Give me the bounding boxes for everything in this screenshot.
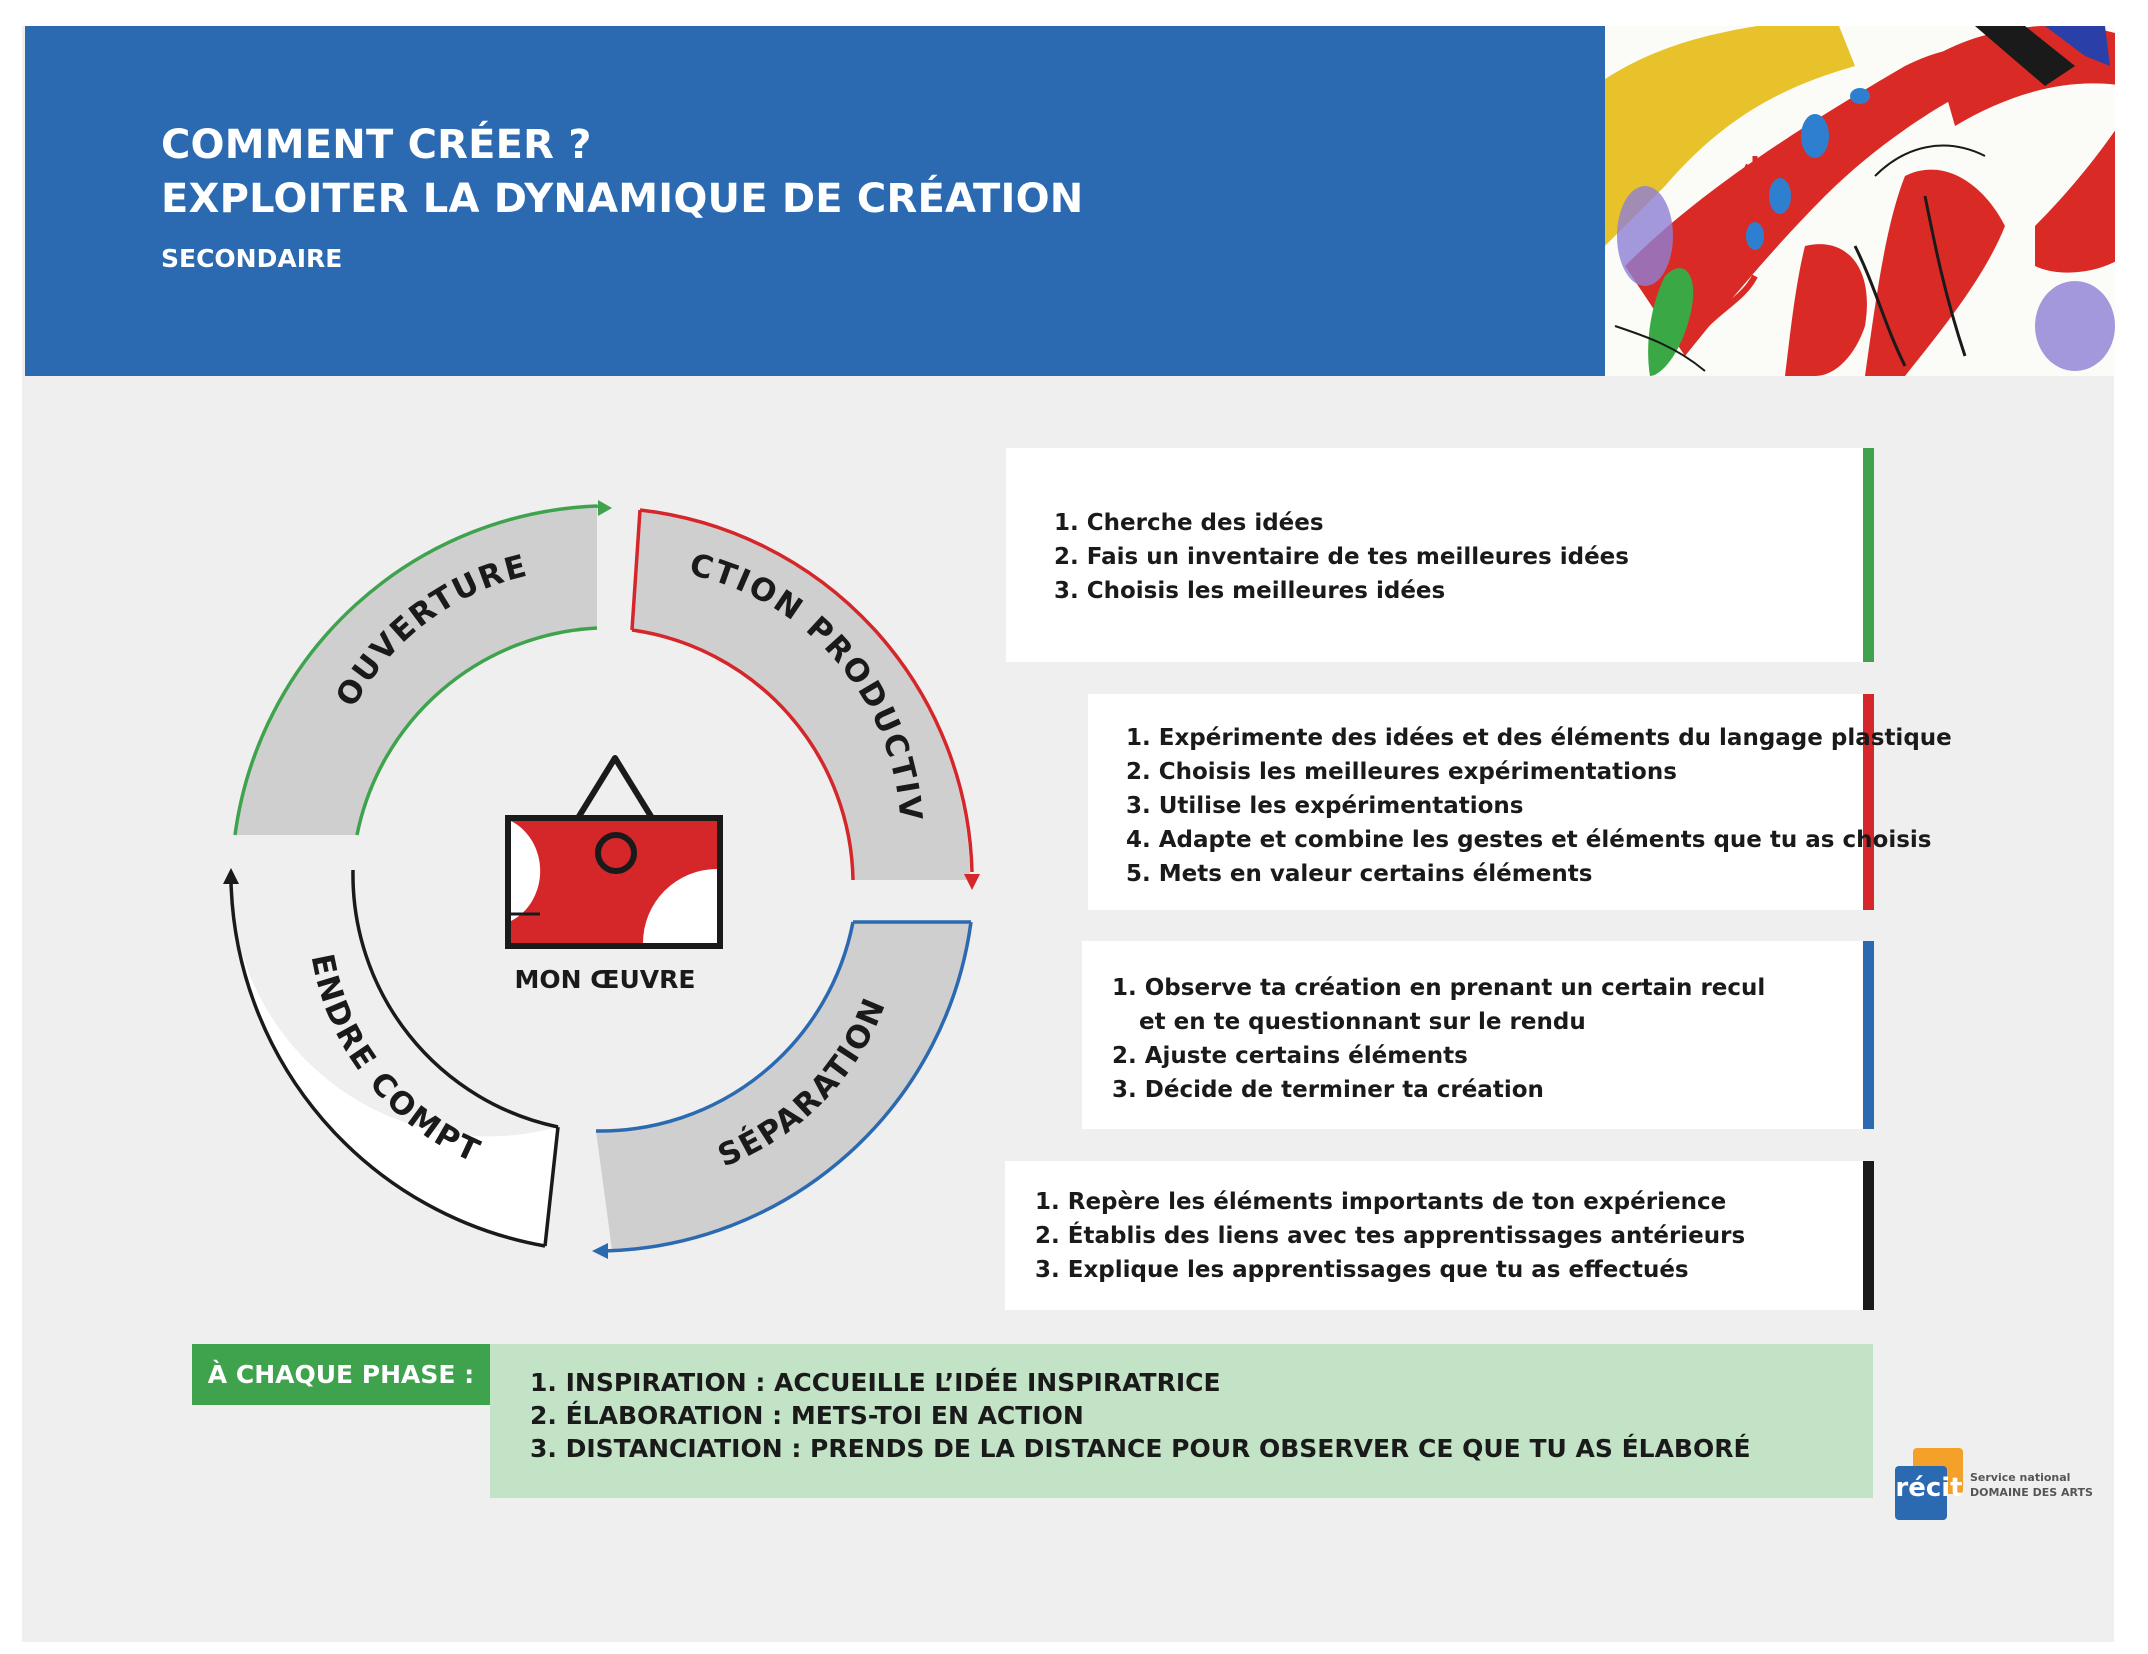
step-item: 1. Observe ta création en prenant un cer… (1112, 971, 1765, 1005)
arrow-rendre-compte-icon (223, 868, 239, 884)
box-accent-black (1863, 1161, 1874, 1310)
phase-summary-tag: À CHAQUE PHASE : (192, 1344, 490, 1405)
step-item: 2. Fais un inventaire de tes meilleures … (1054, 540, 1629, 574)
arrow-separation-icon (592, 1243, 608, 1259)
step-item: 3. Explique les apprentissages que tu as… (1035, 1253, 1745, 1287)
step-item: 3. Utilise les expérimentations (1126, 789, 1952, 823)
step-item: 5. Mets en valeur certains éléments (1126, 857, 1952, 891)
steps-box-action-productive: 1. Expérimente des idées et des éléments… (1088, 694, 1874, 910)
logo-line-2: DOMAINE DES ARTS (1970, 1485, 2093, 1500)
box-accent-blue (1863, 941, 1874, 1129)
arrow-ouverture-icon (598, 500, 612, 516)
step-item: 1. Expérimente des idées et des éléments… (1126, 721, 1952, 755)
segment-ouverture (235, 506, 597, 835)
header-artwork (1605, 26, 2115, 376)
step-item: et en te questionnant sur le rendu (1112, 1005, 1765, 1039)
steps-box-ouverture: 1. Cherche des idées 2. Fais un inventai… (1006, 448, 1874, 662)
step-item: 3. Choisis les meilleures idées (1054, 574, 1629, 608)
step-item: 4. Adapte et combine les gestes et éléme… (1126, 823, 1952, 857)
logo-mark-text: récit (1895, 1473, 1962, 1503)
phase-summary-item: 1. INSPIRATION : ACCUEILLE L’IDÉE INSPIR… (530, 1366, 1751, 1399)
logo-caption: Service national DOMAINE DES ARTS (1970, 1470, 2093, 1500)
center-label: MON ŒUVRE (515, 965, 696, 994)
step-item: 2. Établis des liens avec tes apprentiss… (1035, 1219, 1745, 1253)
arrow-action-icon (964, 874, 980, 890)
cycle-diagram: OUVERTURE ACTION PRODUCTIVE SÉPARATION R… (0, 0, 1000, 1300)
phase-summary-box: 1. INSPIRATION : ACCUEILLE L’IDÉE INSPIR… (490, 1344, 1873, 1498)
artwork-frame-icon (508, 758, 720, 946)
phase-summary-item: 2. ÉLABORATION : METS-TOI EN ACTION (530, 1399, 1751, 1432)
logo-line-1: Service national (1970, 1470, 2093, 1485)
steps-box-rendre-compte: 1. Repère les éléments importants de ton… (1005, 1161, 1874, 1310)
step-item: 2. Choisis les meilleures expérimentatio… (1126, 755, 1952, 789)
step-item: 1. Repère les éléments importants de ton… (1035, 1185, 1745, 1219)
recit-logo-icon: récit (1895, 1448, 1963, 1520)
recit-logo: récit Service national DOMAINE DES ARTS (1895, 1448, 2095, 1526)
phase-summary-item: 3. DISTANCIATION : PRENDS DE LA DISTANCE… (530, 1432, 1751, 1465)
steps-box-separation: 1. Observe ta création en prenant un cer… (1082, 941, 1874, 1129)
step-item: 2. Ajuste certains éléments (1112, 1039, 1765, 1073)
box-accent-green (1863, 448, 1874, 662)
step-item: 1. Cherche des idées (1054, 506, 1629, 540)
step-item: 3. Décide de terminer ta création (1112, 1073, 1765, 1107)
